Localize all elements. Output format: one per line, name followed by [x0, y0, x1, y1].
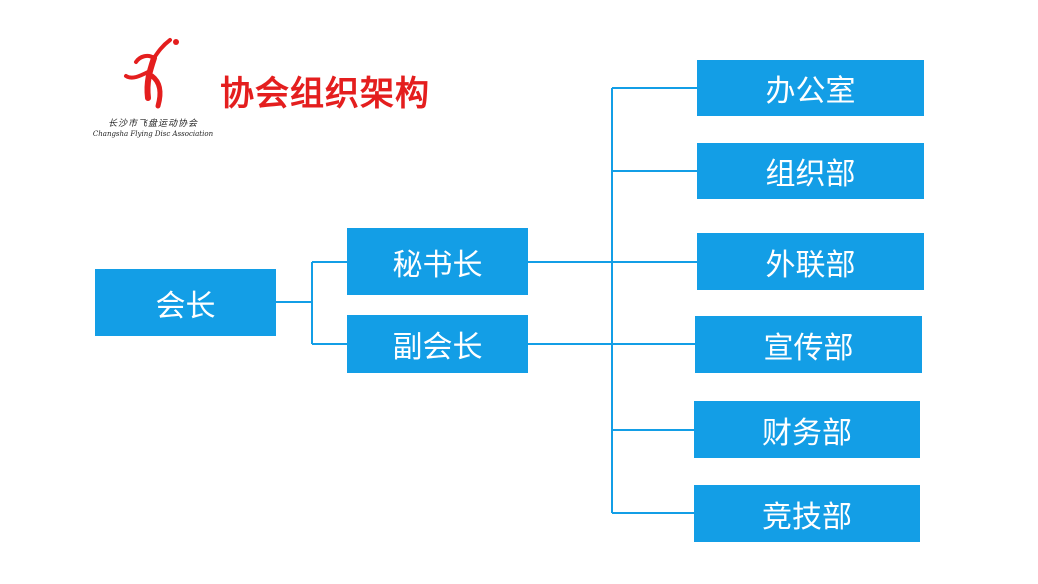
node-vice-president: 副会长 [347, 315, 528, 373]
node-department-office: 办公室 [697, 60, 924, 116]
logo-name-cn: 长沙市飞盘运动协会 [107, 119, 198, 129]
page-title: 协会组织架构 [220, 74, 430, 114]
node-secretary-general: 秘书长 [347, 228, 528, 295]
flying-disc-athlete-icon [124, 38, 179, 109]
node-department-finance: 财务部 [694, 401, 920, 458]
node-department-organization: 组织部 [697, 143, 924, 199]
node-department-publicity: 宣传部 [695, 316, 922, 373]
association-logo: 长沙市飞盘运动协会 Changsha Flying Disc Associati… [88, 36, 218, 146]
node-president: 会长 [95, 269, 276, 336]
logo-name-en: Changsha Flying Disc Association [92, 130, 214, 138]
node-department-external-relations: 外联部 [697, 233, 924, 290]
node-department-competition: 竞技部 [694, 485, 920, 542]
